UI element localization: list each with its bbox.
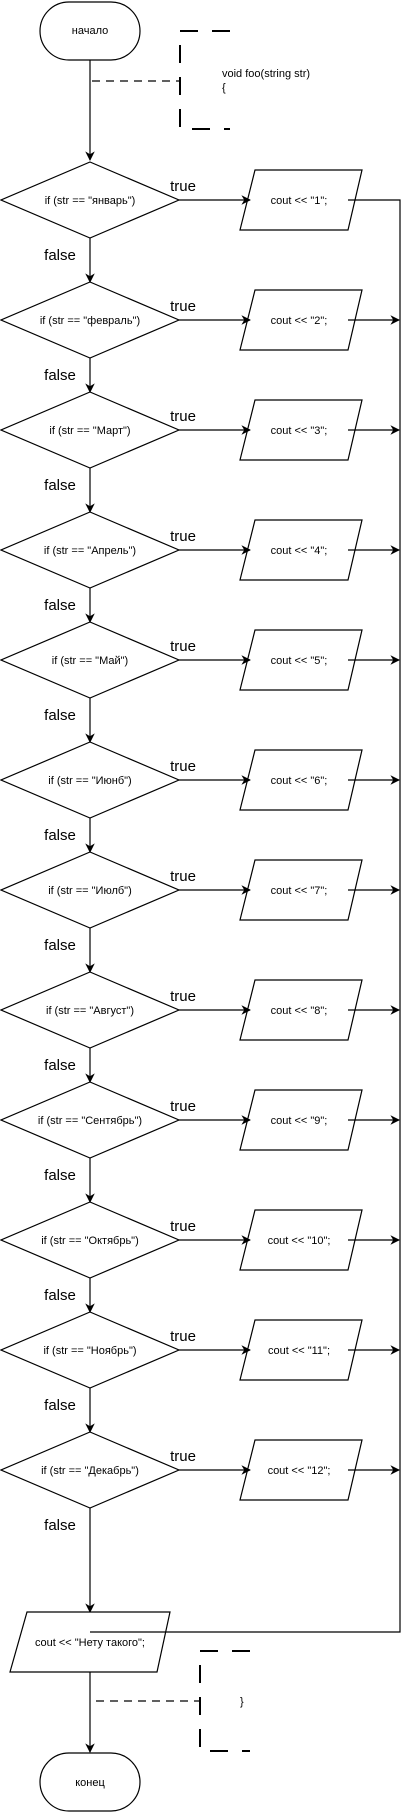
decision-8-true-label: true [170, 988, 196, 1005]
decision-3-false-label: false [44, 477, 76, 494]
decision-12-true-label: true [170, 1448, 196, 1465]
decision-9-false-label: false [44, 1167, 76, 1184]
output-9-parallelogram [239, 1089, 363, 1151]
output-7-label: cout << "7"; [271, 885, 328, 897]
decision-4-true-label: true [170, 528, 196, 545]
decision-1-false-label: false [44, 247, 76, 264]
decision-1-condition: if (str == "январь") [45, 195, 136, 207]
output-12-parallelogram [239, 1439, 363, 1501]
annotation-top-line-1: void foo(string str) [222, 68, 310, 80]
output-10-parallelogram [239, 1209, 363, 1271]
decision-8-condition: if (str == "Август") [46, 1005, 134, 1017]
decision-1-true-label: true [170, 178, 196, 195]
output-12-label: cout << "12"; [268, 1465, 331, 1477]
merge-line [90, 199, 401, 1633]
decision-9-condition: if (str == "Сентябрь") [38, 1115, 142, 1127]
annotation-bottom-line-1: } [240, 1696, 244, 1708]
decision-8-false-label: false [44, 1057, 76, 1074]
output-11-parallelogram [239, 1319, 363, 1381]
decision-4-false-label: false [44, 597, 76, 614]
output-2-parallelogram [239, 289, 363, 351]
decision-10-false-label: false [44, 1287, 76, 1304]
decision-7-false-label: false [44, 937, 76, 954]
default-output-label: cout << "Нету такого"; [35, 1637, 145, 1649]
output-6-parallelogram [239, 749, 363, 811]
output-1-label: cout << "1"; [271, 195, 328, 207]
output-8-parallelogram [239, 979, 363, 1041]
decision-5-condition: if (str == "Май") [52, 655, 128, 667]
output-3-label: cout << "3"; [271, 425, 328, 437]
decision-2-false-label: false [44, 367, 76, 384]
output-6-label: cout << "6"; [271, 775, 328, 787]
output-2-label: cout << "2"; [271, 315, 328, 327]
output-7-parallelogram [239, 859, 363, 921]
output-4-parallelogram [239, 519, 363, 581]
decision-10-condition: if (str == "Октябрь") [41, 1235, 139, 1247]
output-8-label: cout << "8"; [271, 1005, 328, 1017]
decision-6-condition: if (str == "Июнб") [48, 775, 131, 787]
output-1-parallelogram [239, 169, 363, 231]
decision-12-condition: if (str == "Декабрь") [41, 1465, 139, 1477]
decision-7-true-label: true [170, 868, 196, 885]
default-output-parallelogram [9, 1611, 171, 1673]
end-label: конец [75, 1777, 105, 1789]
decision-5-false-label: false [44, 707, 76, 724]
output-11-label: cout << "11"; [268, 1345, 330, 1357]
output-4-label: cout << "4"; [271, 545, 328, 557]
annotation-bottom-bracket [199, 1650, 250, 1752]
decision-11-true-label: true [170, 1328, 196, 1345]
output-10-label: cout << "10"; [268, 1235, 331, 1247]
decision-10-true-label: true [170, 1218, 196, 1235]
decision-2-true-label: true [170, 298, 196, 315]
output-3-parallelogram [239, 399, 363, 461]
output-9-label: cout << "9"; [271, 1115, 328, 1127]
annotation-top-line-2: { [222, 82, 226, 94]
decision-2-condition: if (str == "февраль") [40, 315, 140, 327]
decision-5-true-label: true [170, 638, 196, 655]
output-5-label: cout << "5"; [271, 655, 328, 667]
decision-6-false-label: false [44, 827, 76, 844]
decision-11-condition: if (str == "Ноябрь") [43, 1345, 136, 1357]
end-terminal [39, 1752, 141, 1812]
decision-12-false-label: false [44, 1517, 76, 1534]
decision-3-condition: if (str == "Март") [49, 425, 130, 437]
annotation-top-bracket [179, 30, 230, 130]
decision-9-true-label: true [170, 1098, 196, 1115]
decision-6-true-label: true [170, 758, 196, 775]
decision-7-condition: if (str == "Июлб") [48, 885, 132, 897]
decision-11-false-label: false [44, 1397, 76, 1414]
decision-4-condition: if (str == "Апрель") [44, 545, 136, 557]
output-5-parallelogram [239, 629, 363, 691]
decision-3-true-label: true [170, 408, 196, 425]
start-label: начало [72, 25, 108, 37]
